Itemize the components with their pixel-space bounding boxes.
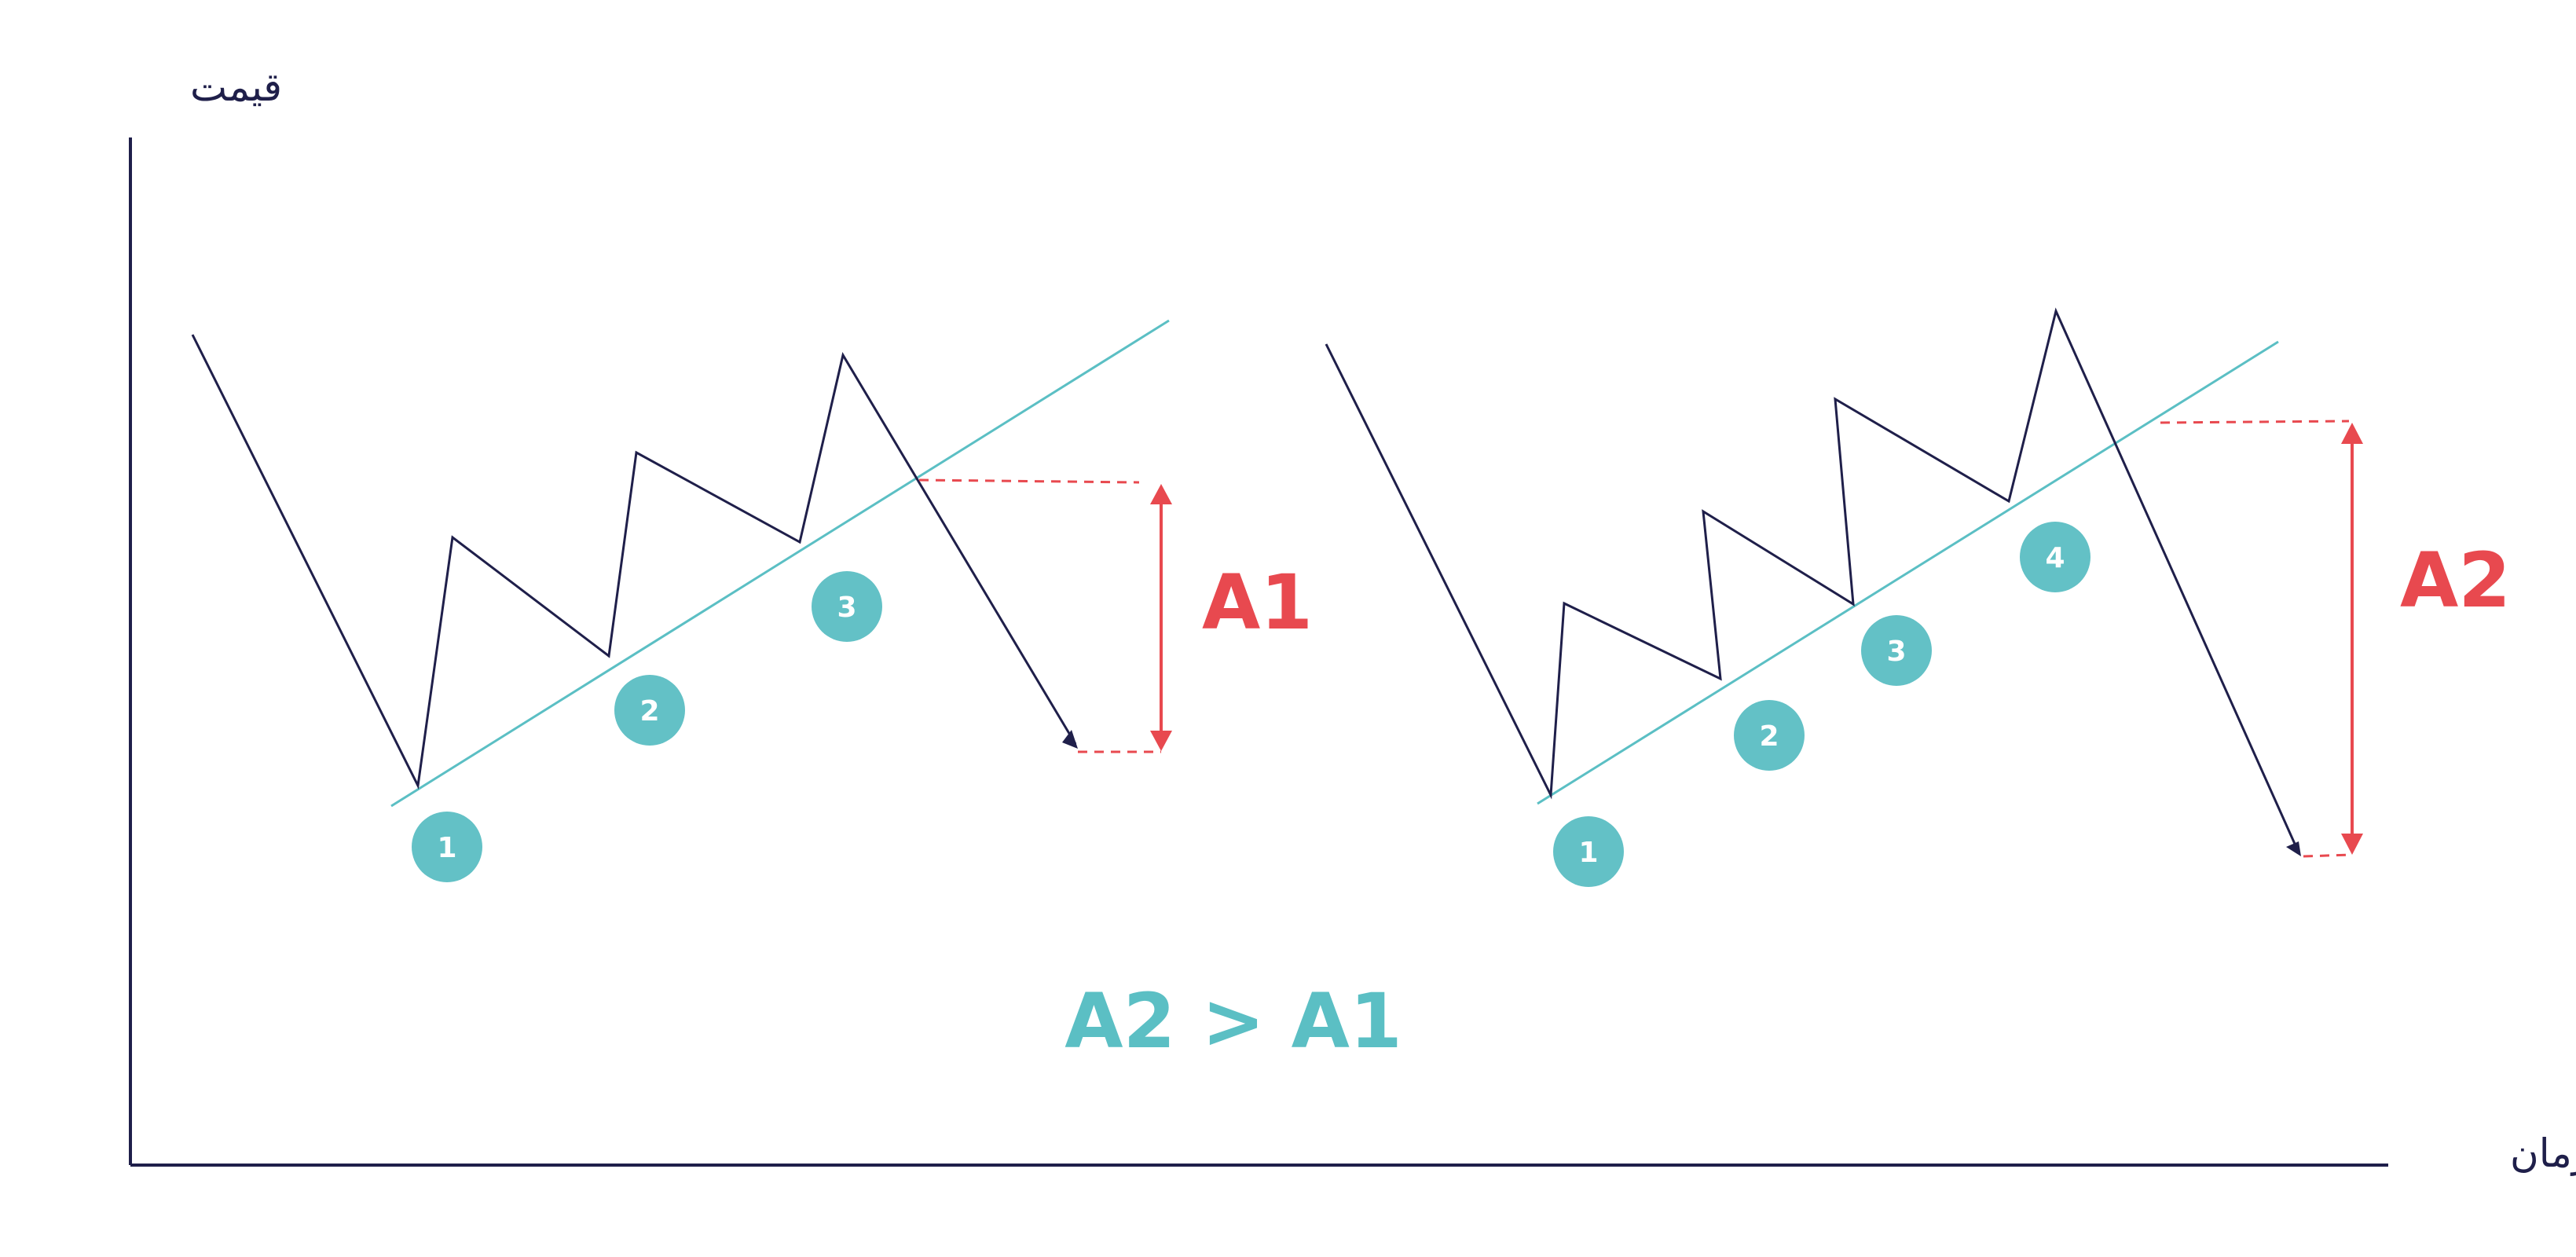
marker-number: 4 [2045,542,2065,574]
marker-1-3: 3 [812,571,882,642]
trendline-1 [390,319,1170,808]
height-label-a2: A2 [2400,537,2511,625]
price-arrowhead-1 [1062,730,1078,749]
marker-circle [1734,700,1805,771]
trendline-2 [1537,340,2279,805]
breakout-level-2 [2160,420,2350,424]
marker-1-2: 2 [614,675,685,746]
marker-2-1: 1 [1553,816,1624,887]
marker-circle [1861,615,1932,686]
target-level-2 [2303,853,2353,858]
height-label-a1: A1 [1202,559,1313,647]
price-path-2 [1325,307,2299,852]
price-path-1 [191,334,1077,790]
measure-arrow-down-2 [2341,834,2363,855]
marker-number: 3 [837,592,856,624]
breakout-level-1 [918,478,1140,484]
marker-number: 2 [639,695,659,727]
marker-1-1: 1 [412,812,482,882]
measure-arrow-down-1 [1150,731,1172,751]
pattern-1: A1 1 2 3 [191,319,1313,882]
pattern-2: A2 1 2 3 4 [1325,307,2511,887]
price-arrowhead-2 [2286,841,2301,856]
comparison-label: A2 > A1 [1064,977,1402,1065]
marker-2-4: 4 [2020,522,2090,592]
x-axis-title: زمان [2510,1131,2576,1176]
marker-number: 1 [1578,837,1598,869]
y-axis-title: قیمت [190,64,282,110]
marker-circle [812,571,882,642]
marker-circle [412,812,482,882]
marker-2-3: 3 [1861,615,1932,686]
marker-number: 3 [1886,636,1906,668]
marker-circle [614,675,685,746]
measure-arrow-up-2 [2341,423,2363,444]
measure-arrow-up-1 [1150,484,1172,504]
marker-2-2: 2 [1734,700,1805,771]
marker-number: 1 [437,832,456,864]
marker-number: 2 [1759,720,1779,753]
marker-circle [1553,816,1624,887]
marker-circle [2020,522,2090,592]
